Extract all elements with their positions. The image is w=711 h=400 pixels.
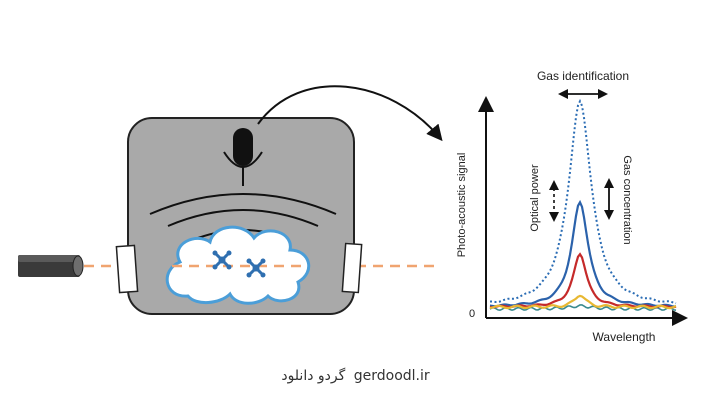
laser-source	[18, 255, 84, 277]
gas-molecule-icon	[212, 250, 232, 270]
x-axis-label: Wavelength	[593, 330, 656, 344]
gas-identification-arrow	[558, 89, 568, 99]
optical-power-label: Optical power	[529, 164, 541, 232]
y-axis-label: Photo-acoustic signal	[456, 153, 468, 258]
watermark-site: gerdoodl.ir	[353, 368, 430, 384]
acoustic-wave	[167, 209, 319, 227]
acoustic-wave	[149, 193, 337, 215]
spectrum-baseline-noise	[489, 304, 677, 312]
gas-concentration-arrow	[604, 210, 614, 220]
exit-window	[341, 242, 363, 294]
zero-tick-label: 0	[469, 308, 475, 320]
gas-concentration-label: Gas concentration	[621, 155, 633, 244]
gas-molecule-icon	[246, 258, 266, 278]
microphone-icon	[223, 128, 263, 186]
gas-cloud	[165, 225, 311, 305]
spectrum-series-1	[490, 98, 677, 305]
watermark: گردو دانلود gerdoodl.ir	[0, 368, 711, 384]
gas-identification-arrow	[598, 89, 608, 99]
gas-identification-label: Gas identification	[537, 69, 629, 83]
optical-power-arrow	[549, 212, 559, 222]
watermark-persian: گردو دانلود	[281, 368, 346, 384]
spectrum-series-3	[489, 252, 677, 309]
signal-arrow	[257, 85, 443, 142]
entrance-window	[115, 244, 139, 294]
optical-power-arrow	[549, 180, 559, 190]
spectrum-series-4	[489, 294, 677, 310]
gas-concentration-arrow	[604, 178, 614, 188]
spectrum-series-2	[489, 199, 676, 308]
chart-axes	[478, 96, 688, 326]
